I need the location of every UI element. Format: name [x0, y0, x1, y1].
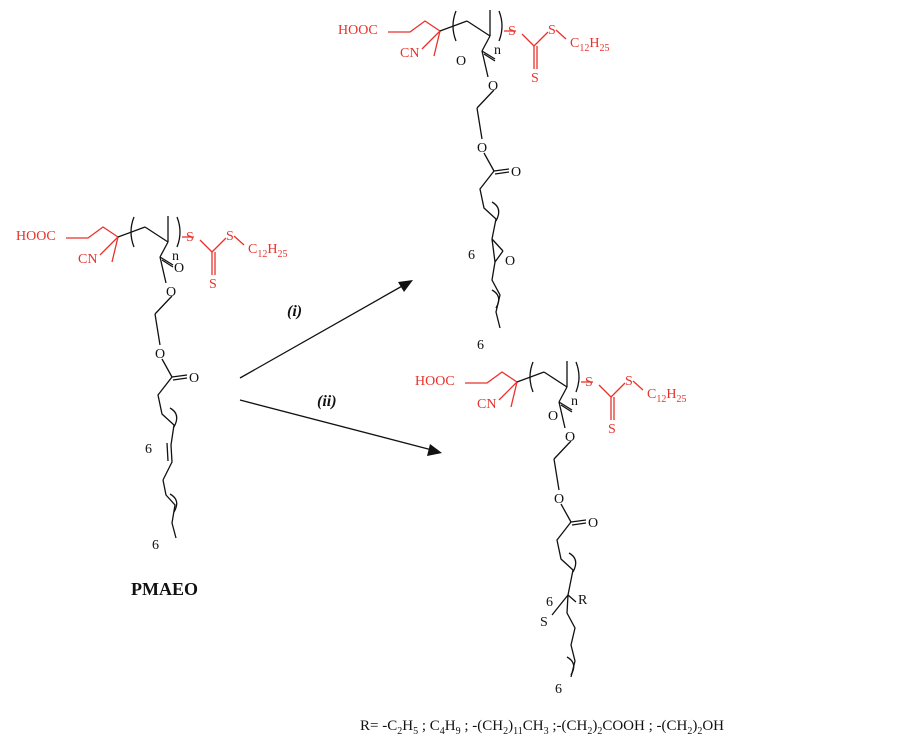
arrow-i	[239, 284, 405, 379]
carbonyl-o-label: O	[189, 371, 199, 386]
compound-name: PMAEO	[131, 579, 198, 599]
ester-o-label: O	[155, 347, 165, 362]
repeat-count-label: 6	[145, 442, 152, 457]
s-label: S	[625, 374, 633, 389]
r-group-label: R	[578, 593, 588, 608]
epoxide-o-label: O	[505, 254, 515, 269]
ester-o-label: O	[488, 79, 498, 94]
repeat-count-label: 6	[152, 538, 159, 553]
n-subscript: n	[172, 249, 179, 264]
thione-s-label: S	[209, 277, 217, 292]
s-label: S	[585, 375, 593, 390]
hooc-label: HOOC	[16, 229, 56, 244]
arrowhead-i	[398, 280, 413, 292]
repeat-count-label: 6	[468, 248, 475, 263]
thione-s-label: S	[531, 71, 539, 86]
n-subscript: n	[494, 43, 501, 58]
repeat-count-label: 6	[477, 338, 484, 353]
dodecyl-label: C12H25	[248, 242, 287, 260]
thiol-ene-product-structure: HOOC CN n S S S O O O O R S 6 6 C12H25	[415, 361, 686, 697]
dodecyl-label: C12H25	[570, 36, 609, 54]
dodecyl-label: C12H25	[647, 387, 686, 405]
arrow-i-label: (i)	[287, 303, 302, 320]
repeat-count-label: 6	[546, 595, 553, 610]
r-group-definition: R= -C2H5 ; C4H9 ; -(CH2)11CH3 ;-(CH2)2CO…	[360, 718, 724, 737]
reaction-arrows: (i) (ii)	[239, 280, 442, 456]
cn-label: CN	[400, 46, 419, 61]
arrow-ii	[239, 399, 433, 451]
thioether-s-label: S	[540, 615, 548, 630]
hooc-label: HOOC	[415, 374, 455, 389]
carbonyl-o-label: O	[456, 54, 466, 69]
pmaeo-structure: HOOC CN n S S S O O O O 6 6 C12H25 PMAEO	[16, 216, 287, 599]
thione-s-label: S	[608, 422, 616, 437]
s-label: S	[508, 24, 516, 39]
ester-o-label: O	[565, 430, 575, 445]
ester-o-label: O	[554, 492, 564, 507]
carbonyl-o-label: O	[174, 261, 184, 276]
epoxidized-product-structure: HOOC CN n S S S O O O O O 6 6 C12H25	[338, 10, 609, 353]
s-label: S	[548, 23, 556, 38]
ester-o-label: O	[166, 285, 176, 300]
s-label: S	[226, 229, 234, 244]
cn-label: CN	[477, 397, 496, 412]
s-label: S	[186, 230, 194, 245]
cn-label: CN	[78, 252, 97, 267]
repeat-count-label: 6	[555, 682, 562, 697]
carbonyl-o-label: O	[511, 165, 521, 180]
carbonyl-o-label: O	[548, 409, 558, 424]
ester-o-label: O	[477, 141, 487, 156]
carbonyl-o-label: O	[588, 516, 598, 531]
arrowhead-ii	[427, 444, 442, 456]
arrow-ii-label: (ii)	[317, 393, 337, 410]
n-subscript: n	[571, 394, 578, 409]
hooc-label: HOOC	[338, 23, 378, 38]
